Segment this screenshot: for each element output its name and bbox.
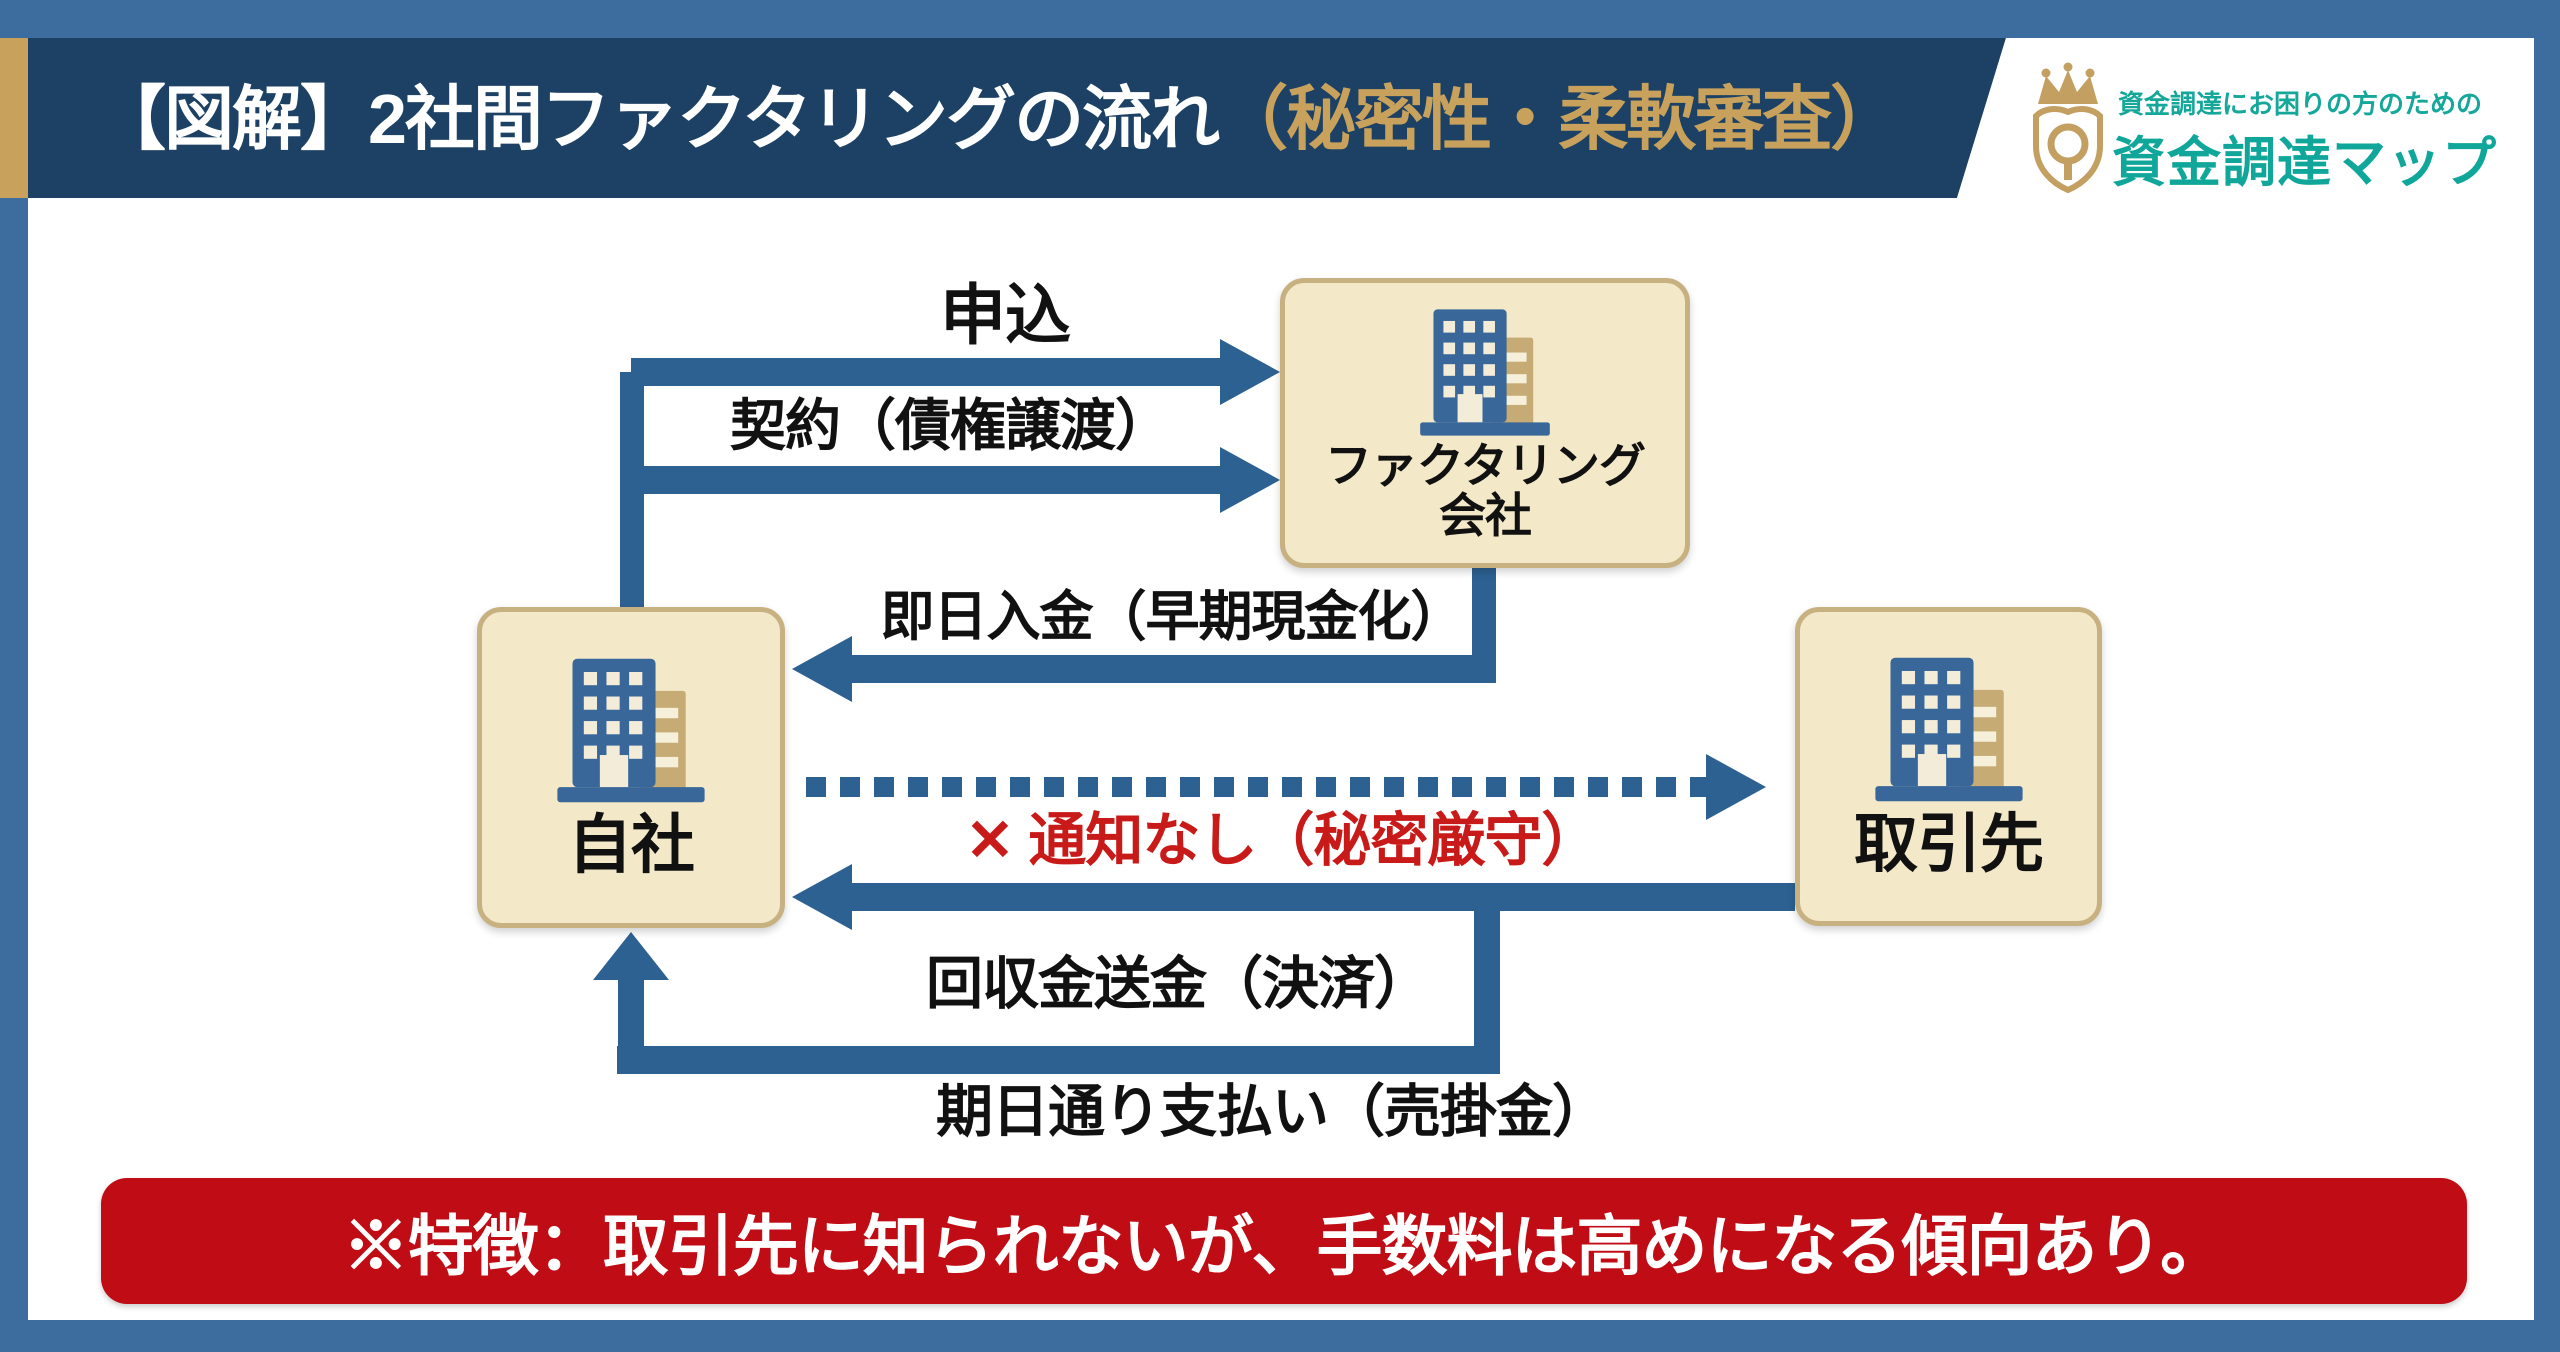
node-own-company: 自社 xyxy=(477,607,785,928)
node-factoring-label: ファクタリング 会社 xyxy=(1324,439,1646,542)
label-same-day-deposit: 即日入金（早期現金化） xyxy=(880,587,1465,647)
header-gold-accent xyxy=(0,38,28,198)
arrow-dashed-bar xyxy=(806,777,1706,797)
building-icon xyxy=(557,659,705,803)
page-title-sub: （秘密性・柔軟審査） xyxy=(1218,80,1900,158)
label-due-date-payment: 期日通り支払い（売掛金） xyxy=(936,1080,1609,1144)
arrow-deposit-bar xyxy=(850,655,1496,683)
arrow-application-head xyxy=(1220,339,1280,405)
brand-logo-plate xyxy=(1957,38,2534,198)
node-factoring-company: ファクタリング 会社 xyxy=(1280,278,1690,568)
arrow-contract-head xyxy=(1220,447,1280,513)
node-factoring-label-line1: ファクタリング xyxy=(1324,439,1646,493)
node-client-label: 取引先 xyxy=(1854,808,2044,881)
crown-shield-icon xyxy=(2033,62,2103,194)
brand-tagline: 資金調達にお困りの方のための xyxy=(2118,89,2483,119)
label-no-notification: ✕ 通知なし（秘密厳守） xyxy=(965,808,1600,873)
arrow-dashed-head xyxy=(1706,754,1766,820)
node-client-company: 取引先 xyxy=(1795,607,2102,926)
arrow-application-bar xyxy=(631,358,1221,386)
arrow-payment-drop xyxy=(1474,908,1500,1060)
arrow-payment-head-up xyxy=(593,932,669,980)
building-icon xyxy=(1420,309,1550,436)
arrow-notification-head xyxy=(792,864,852,930)
header-bar xyxy=(28,38,2006,198)
label-contract: 契約（債権譲渡） xyxy=(730,394,1171,457)
feature-note-banner: ※特徴：取引先に知られないが、手数料は高めになる傾向あり。 xyxy=(101,1178,2467,1304)
page-title: 【図解】2社間ファクタリングの流れ（秘密性・柔軟審査） xyxy=(96,84,1900,154)
arrow-contract-bar xyxy=(631,466,1221,494)
arrow-notification-bar xyxy=(850,883,1795,911)
arrow-deposit-head xyxy=(792,636,852,702)
arrow-payment-shaft xyxy=(618,980,644,1050)
label-application: 申込 xyxy=(940,278,1071,352)
node-own-label: 自社 xyxy=(568,809,695,882)
arrow-payment-bottom-bar xyxy=(617,1046,1500,1074)
feature-note-text: ※特徴：取引先に知られないが、手数料は高めになる傾向あり。 xyxy=(342,1209,2226,1283)
node-factoring-label-line2: 会社 xyxy=(1439,488,1532,542)
page-title-main: 【図解】2社間ファクタリングの流れ xyxy=(96,80,1220,158)
label-collection-remittance: 回収金送金（決済） xyxy=(926,952,1431,1016)
brand-name: 資金調達マップ xyxy=(2112,133,2497,193)
building-icon xyxy=(1874,658,2023,802)
